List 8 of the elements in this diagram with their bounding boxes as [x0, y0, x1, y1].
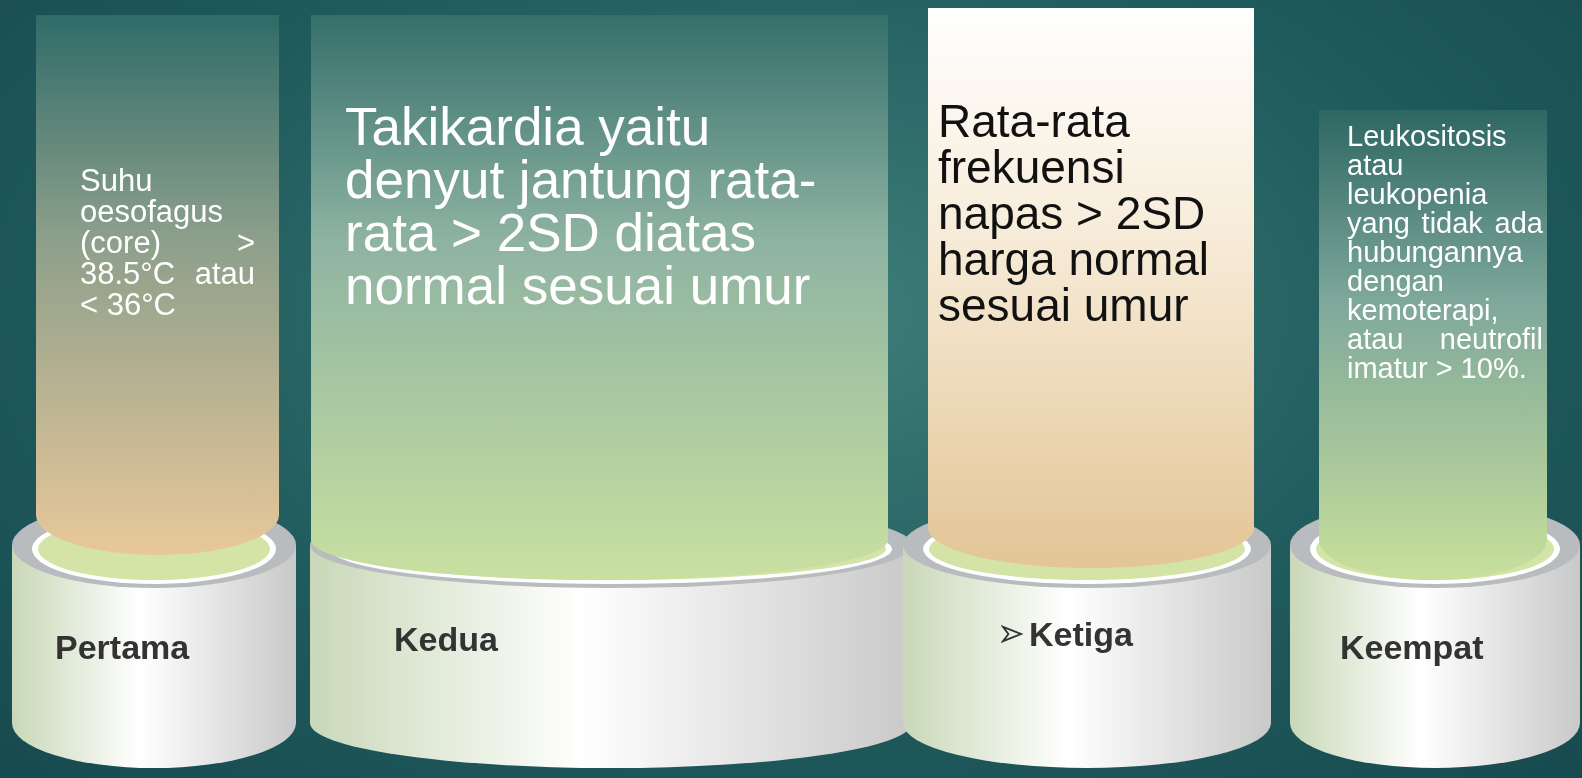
- pedestal-label: Ketiga: [1029, 615, 1133, 654]
- beam-text: Rata-rata frekuensi napas > 2SD harga normal sesuai umur: [938, 98, 1211, 328]
- pedestal-label: Kedua: [394, 620, 498, 659]
- beam-text: Leukositosis atau leukopenia yang tidak ada hubungannya dengan kemoterapi, atau neutrofil imatur > 10%.: [1347, 122, 1543, 383]
- pedestal-label: Keempat: [1340, 628, 1484, 667]
- pedestal-label: Pertama: [55, 628, 190, 667]
- beam-text: Takikardia yaitu denyut jantung rata-rata > 2SD diatas normal sesuai umur: [345, 100, 818, 312]
- beam-text: Suhu oesofagus (core) > 38.5°C atau < 36°C: [80, 165, 255, 320]
